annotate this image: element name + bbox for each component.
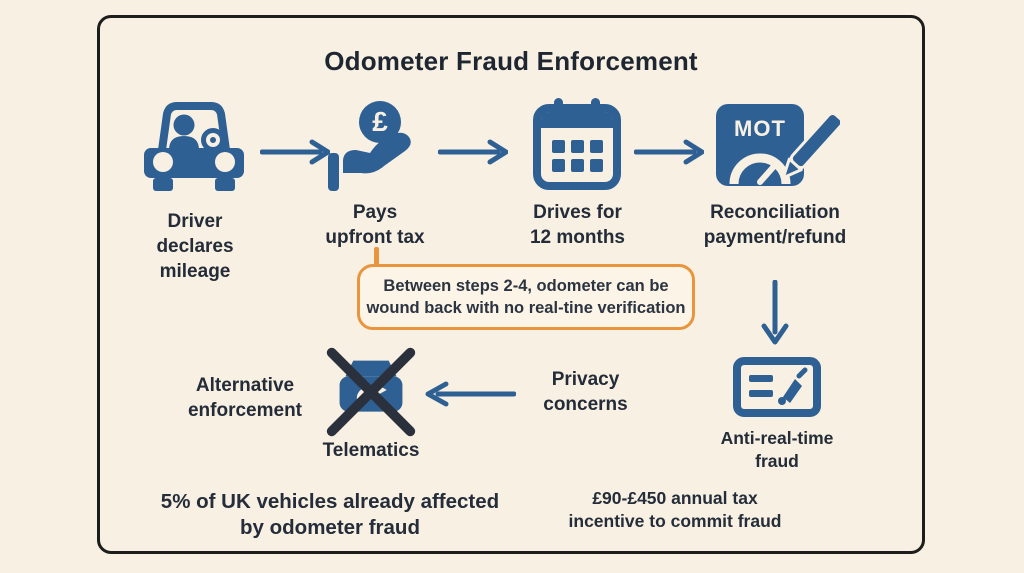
mot-badge-text: MOT [734,116,786,141]
anti-fraud-label: Anti-real-time fraud [706,427,848,473]
arrow-right-icon [634,139,704,165]
callout-line: wound back with no real-tine verificatio… [366,299,686,317]
arrow-right-icon [438,139,508,165]
telematics-label: Telematics [308,438,434,463]
step-driver-line: Driver [167,211,223,232]
stat-uk-vehicles: 5% of UK vehicles already affected by od… [115,489,545,541]
privacy-line: Privacy [551,369,620,390]
hand-coin-icon: £ [328,101,411,191]
privacy-concerns-label: Privacy concerns [518,367,653,417]
privacy-line: concerns [543,394,628,415]
document-signature-icon [733,357,821,417]
alternative-line: enforcement [187,400,303,421]
callout-connector [374,247,379,267]
arrow-right-icon [260,139,330,165]
step-drives-label: Drives for 12 months [495,200,660,250]
mot-gauge-pen-icon: MOT [716,104,840,186]
callout-box: Between steps 2-4, odometer can be wound… [357,264,695,330]
stat-tax-incentive-line: £90-£450 annual tax [592,488,758,508]
step-drives-line: Drives for [533,202,622,223]
anti-fraud-line: Anti-real-time [720,428,834,448]
callout-line: Between steps 2-4, odometer can be [383,277,669,295]
crossed-telematics-icon [326,347,416,437]
step-reconciliation-line: Reconciliation [710,202,840,223]
step-drives-line: 12 months [529,227,626,248]
step-reconciliation-line: payment/refund [703,227,847,248]
stat-uk-vehicles-line: by odometer fraud [240,516,420,539]
alternative-line: Alternative [195,375,295,396]
page-title: Odometer Fraud Enforcement [324,46,698,76]
step-pays-label: Pays upfront tax [295,200,455,250]
alternative-enforcement-label: Alternative enforcement [160,373,330,423]
stat-tax-incentive: £90-£450 annual tax incentive to commit … [525,487,825,533]
arrow-left-icon [425,381,516,407]
car-icon [144,102,244,191]
stat-uk-vehicles-line: 5% of UK vehicles already affected [160,490,500,513]
arrow-down-icon [761,280,789,345]
telematics-line: Telematics [322,440,420,461]
step-pays-line: upfront tax [325,227,425,248]
step-driver-line: declares [156,236,234,257]
calendar-icon [533,98,621,190]
step-pays-line: Pays [352,202,398,223]
step-reconciliation-label: Reconciliation payment/refund [685,200,865,250]
stat-tax-incentive-line: incentive to commit fraud [568,511,782,531]
step-driver-label: Driver declares mileage [125,209,265,284]
anti-fraud-line: fraud [755,451,799,471]
pound-symbol: £ [372,106,388,137]
step-driver-line: mileage [159,261,231,282]
